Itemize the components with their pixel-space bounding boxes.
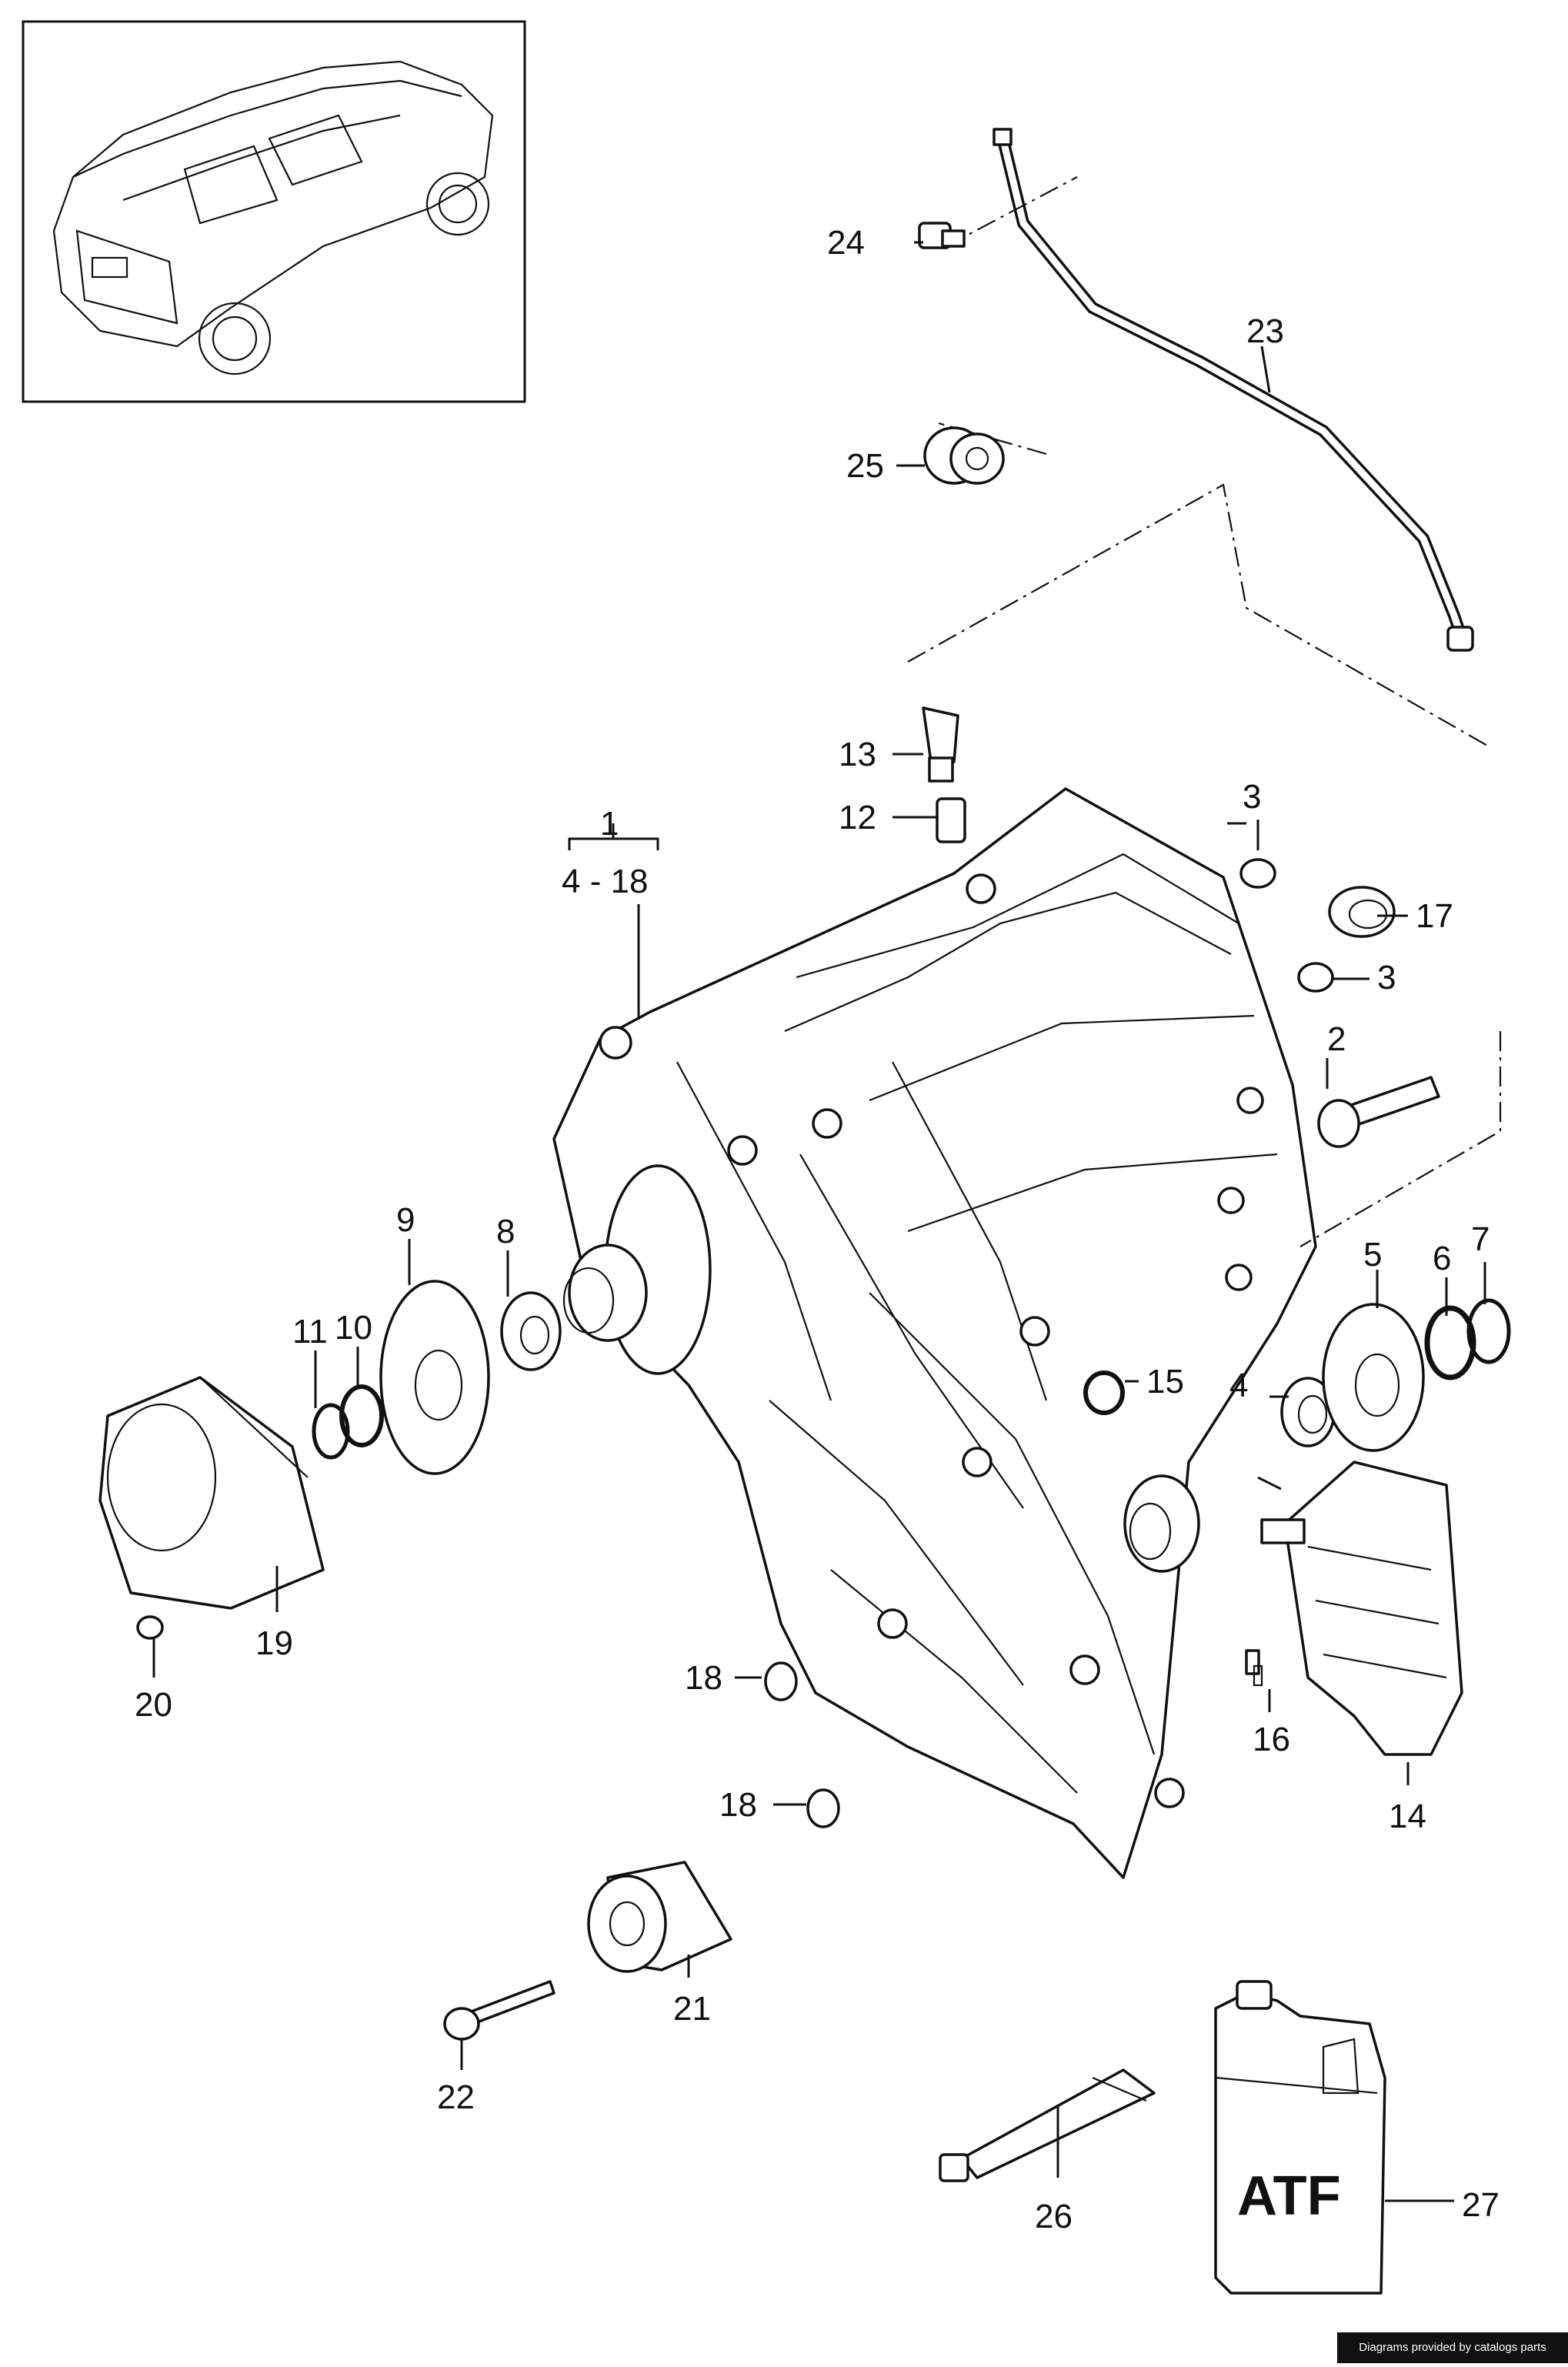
bolt-22 [443,1980,555,2041]
circlip-11 [312,1403,350,1460]
bolt-20 [136,1615,164,1640]
circlip-15 [1083,1370,1125,1415]
callout-19: 19 [255,1624,293,1662]
leader-lines [152,241,1486,2202]
callout-27: 27 [1462,2186,1500,2224]
atf-bottle [1214,1980,1386,2295]
callout-2: 2 [1327,1020,1346,1058]
callout-12: 12 [839,799,876,836]
bottle-label: ATF [1237,2165,1341,2227]
callout-26: 26 [1035,2198,1073,2235]
circlip-10 [339,1384,384,1447]
plug-18-lower [806,1788,840,1828]
screw-16 [1245,1649,1263,1687]
callout-6: 6 [1433,1240,1451,1277]
disc-9 [379,1280,490,1475]
callout-18-lower: 18 [719,1786,757,1824]
disc-5 [1322,1303,1425,1452]
transfer-case-housing [552,787,1317,1879]
callout-labels: 1 4 - 18 2 3 3 4 5 6 7 8 9 10 11 12 13 1… [135,224,1500,2235]
callout-20: 20 [135,1686,172,1724]
callout-22: 22 [437,2078,475,2116]
callout-15: 15 [1146,1363,1184,1401]
callout-10: 10 [335,1309,372,1347]
bracket-19 [98,1376,325,1610]
seal-8 [500,1291,562,1371]
callout-1-range: 4 - 18 [562,863,649,900]
callout-1: 1 [600,805,619,843]
callout-21: 21 [673,1990,711,2028]
actuator-motor [1260,1461,1463,1756]
callout-7: 7 [1471,1220,1490,1258]
callout-17: 17 [1416,897,1453,935]
breather-hose [907,128,1490,747]
shaft-seal-17 [1328,886,1396,938]
callout-9: 9 [396,1201,415,1239]
circlip-6 [1424,1305,1476,1380]
callout-8: 8 [496,1213,515,1250]
vehicle-thumbnail [22,20,526,403]
callout-24: 24 [827,224,865,262]
hose-clip [918,222,966,249]
callout-11: 11 [292,1313,328,1350]
attribution-badge: Diagrams provided by catalogs parts [1337,2332,1568,2363]
washer-3-upper [1239,858,1276,889]
grease-tube [939,2068,1156,2182]
callout-3-upper: 3 [1243,778,1261,816]
grommet [923,426,1005,485]
washer-3-lower [1297,962,1334,993]
circlip-7 [1466,1298,1511,1364]
callout-5: 5 [1363,1236,1382,1274]
callout-13: 13 [839,736,876,773]
callout-25: 25 [846,447,884,485]
plug-18-upper [764,1661,798,1701]
callout-4: 4 [1229,1367,1248,1404]
damper-21 [587,1861,732,1973]
spacer-sleeve [936,797,966,843]
callout-23: 23 [1246,312,1284,350]
callout-18-upper: 18 [685,1659,722,1697]
bolt-2 [1317,1076,1440,1148]
callout-14: 14 [1389,1798,1426,1835]
callout-3-lower: 3 [1377,959,1396,997]
callout-16: 16 [1253,1721,1290,1758]
vent-valve [922,706,959,783]
